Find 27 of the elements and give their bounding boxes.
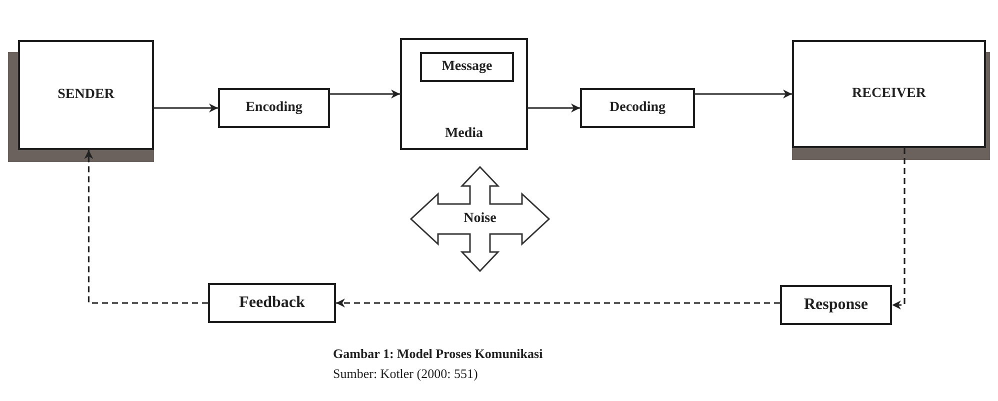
process-box xyxy=(208,283,336,323)
dashed-arrow xyxy=(336,298,780,308)
arrow xyxy=(528,104,580,112)
node-label: Media xyxy=(444,126,484,142)
node-label: Noise xyxy=(464,211,496,227)
receiver-box xyxy=(792,40,986,148)
arrow xyxy=(330,90,400,98)
node-label: RECEIVER xyxy=(852,86,926,102)
node-label: Response xyxy=(804,296,868,314)
message-box xyxy=(420,52,514,82)
node-label: Decoding xyxy=(610,100,666,116)
arrow xyxy=(695,90,792,98)
process-box xyxy=(780,285,892,325)
node-label: Feedback xyxy=(239,294,305,312)
noise-cross-arrow xyxy=(410,166,550,272)
node-label: SENDER xyxy=(58,87,114,103)
dashed-arrow xyxy=(84,150,208,304)
node-label: Message xyxy=(442,59,492,75)
process-box xyxy=(580,88,695,128)
source-note: Sumber: Kotler (2000: 551) xyxy=(333,366,478,382)
dashed-arrow xyxy=(892,148,906,310)
figure-caption: Gambar 1: Model Proses Komunikasi xyxy=(333,346,543,362)
process-box xyxy=(218,88,330,128)
arrow xyxy=(154,104,218,112)
node-label: Encoding xyxy=(246,100,302,116)
sender-box xyxy=(18,40,154,150)
media-box xyxy=(400,38,528,150)
